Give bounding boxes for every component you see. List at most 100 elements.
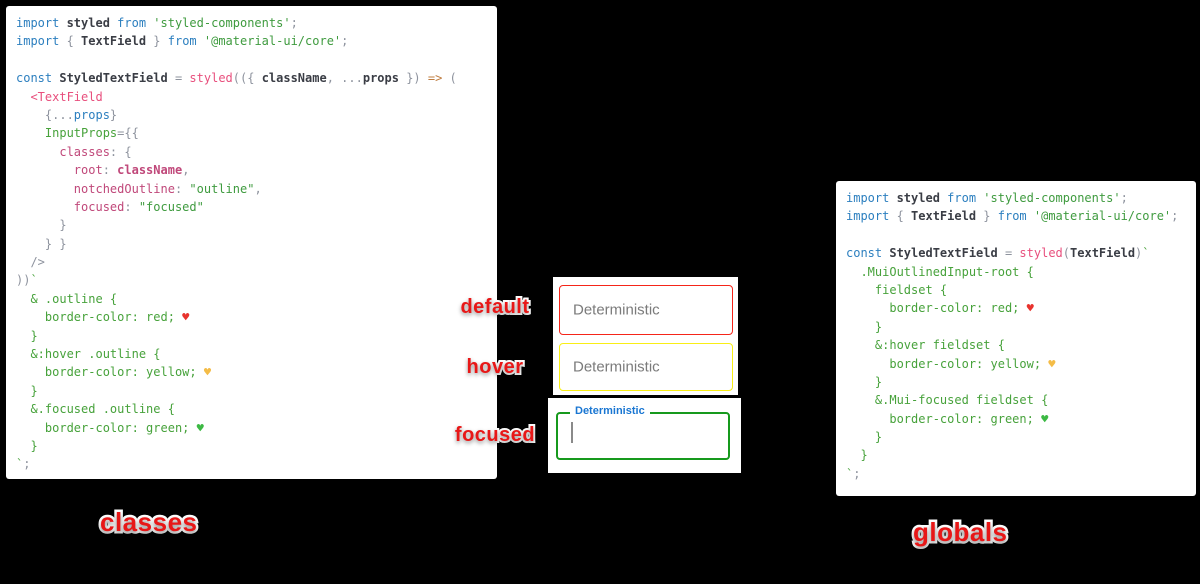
code-line: focused: "focused" [16, 198, 497, 216]
code-token: from [117, 16, 154, 30]
code-token: ; [1171, 209, 1179, 224]
code-token: &:hover fieldset { [846, 338, 1005, 353]
code-token: styled [66, 16, 118, 30]
code-line: <TextField [16, 88, 497, 106]
code-line: /> [16, 253, 497, 271]
code-token: from [947, 191, 984, 205]
textfield-default[interactable]: Deterministic [559, 285, 733, 335]
code-line: &:hover .outline { [16, 345, 497, 363]
textfield-default-placeholder: Deterministic [573, 301, 660, 319]
code-token: ( [1062, 246, 1071, 261]
code-token: } [146, 34, 168, 49]
code-line: border-color: red; ♥ [16, 308, 497, 326]
textfield-screenshot-focused: Deterministic [548, 398, 741, 473]
code-token: ; [1120, 191, 1128, 205]
code-token: ♥ [196, 420, 204, 435]
code-token: import [846, 191, 897, 205]
code-token: border-color: green; [16, 420, 197, 435]
code-token: => [427, 71, 443, 86]
code-line: classes: { [16, 143, 497, 161]
code-token: border-color: red; [846, 301, 1027, 316]
code-line: `; [16, 455, 497, 473]
code-token: StyledTextField [889, 246, 998, 261]
code-token: } [16, 438, 38, 453]
code-line: root: className, [16, 161, 497, 179]
code-token: styled [896, 191, 948, 205]
code-token: .MuiOutlinedInput-root { [846, 264, 1034, 279]
hover-state-label: hover [465, 354, 525, 380]
code-token: '@material-ui/core' [203, 34, 342, 49]
code-token: ; [853, 466, 861, 481]
code-token: {... [16, 107, 74, 122]
code-token: &:hover .outline { [16, 347, 161, 362]
code-line: } } [16, 235, 497, 253]
code-line: import styled from 'styled-components'; [846, 189, 1196, 207]
code-block-classes: import styled from 'styled-components';i… [6, 6, 497, 474]
code-token: border-color: yellow; [16, 365, 204, 380]
code-token: = [167, 71, 190, 86]
code-line: } [16, 216, 497, 234]
code-token: from [167, 34, 204, 49]
code-token: ` [1142, 246, 1150, 261]
code-line: } [16, 382, 497, 400]
code-token: ♥ [1041, 411, 1049, 426]
globals-code-panel: import styled from 'styled-components';i… [836, 181, 1196, 496]
code-token: '@material-ui/core' [1033, 209, 1172, 224]
code-token: } [109, 107, 118, 122]
code-token: notchedOutline [16, 181, 175, 196]
code-token: import [16, 16, 67, 30]
code-token: } [846, 448, 868, 463]
code-line: import styled from 'styled-components'; [16, 14, 497, 32]
code-token: ` [16, 457, 24, 472]
code-line: border-color: green; ♥ [16, 419, 497, 437]
code-line: import { TextField } from '@material-ui/… [16, 32, 497, 50]
code-token: "outline" [189, 181, 255, 196]
default-state-label: default [458, 294, 531, 320]
code-token: : [124, 199, 139, 214]
code-line: } [846, 373, 1196, 391]
code-token: = [997, 246, 1020, 261]
code-line: border-color: yellow; ♥ [16, 363, 497, 381]
text-cursor [571, 422, 573, 443]
code-token: 'styled-components' [983, 191, 1121, 205]
code-token: , [254, 181, 262, 196]
code-line: } [846, 318, 1196, 336]
code-line: & .outline { [16, 290, 497, 308]
code-token: ♥ [203, 365, 212, 380]
focused-state-label: focused [453, 422, 537, 448]
code-token: ♥ [1026, 301, 1034, 316]
code-token: StyledTextField [59, 71, 168, 86]
code-line: } [846, 446, 1196, 464]
code-token: ` [846, 466, 854, 481]
code-token: "focused" [138, 199, 204, 214]
code-token: border-color: red; [16, 310, 183, 325]
code-line: notchedOutline: "outline", [16, 180, 497, 198]
code-token: (({ [232, 71, 262, 86]
code-token: ♥ [1048, 356, 1056, 371]
code-token: props [73, 107, 110, 122]
code-line: ))` [16, 271, 497, 289]
code-line: const StyledTextField = styled(TextField… [846, 244, 1196, 262]
code-block-globals: import styled from 'styled-components';i… [836, 181, 1196, 483]
code-line: &.Mui-focused fieldset { [846, 391, 1196, 409]
code-line: } [846, 428, 1196, 446]
code-token: TextField [911, 209, 977, 224]
code-token: className [261, 71, 327, 86]
textfield-hover[interactable]: Deterministic [559, 343, 733, 391]
code-token: : [174, 181, 190, 196]
code-token: InputProps [16, 126, 118, 141]
code-token: focused [16, 199, 125, 214]
code-line: .MuiOutlinedInput-root { [846, 263, 1196, 281]
code-token: ) [1135, 246, 1143, 261]
code-token: } [846, 319, 883, 334]
code-token: 'styled-components' [153, 16, 291, 30]
code-token: , ... [326, 71, 363, 86]
code-line: border-color: green; ♥ [846, 410, 1196, 428]
code-token: fieldset { [846, 282, 948, 297]
code-token: import [16, 34, 67, 49]
code-token: const [16, 71, 60, 86]
code-token: root [16, 163, 103, 178]
textfield-focused[interactable]: Deterministic [556, 405, 730, 460]
code-token: &.Mui-focused fieldset { [846, 393, 1049, 408]
